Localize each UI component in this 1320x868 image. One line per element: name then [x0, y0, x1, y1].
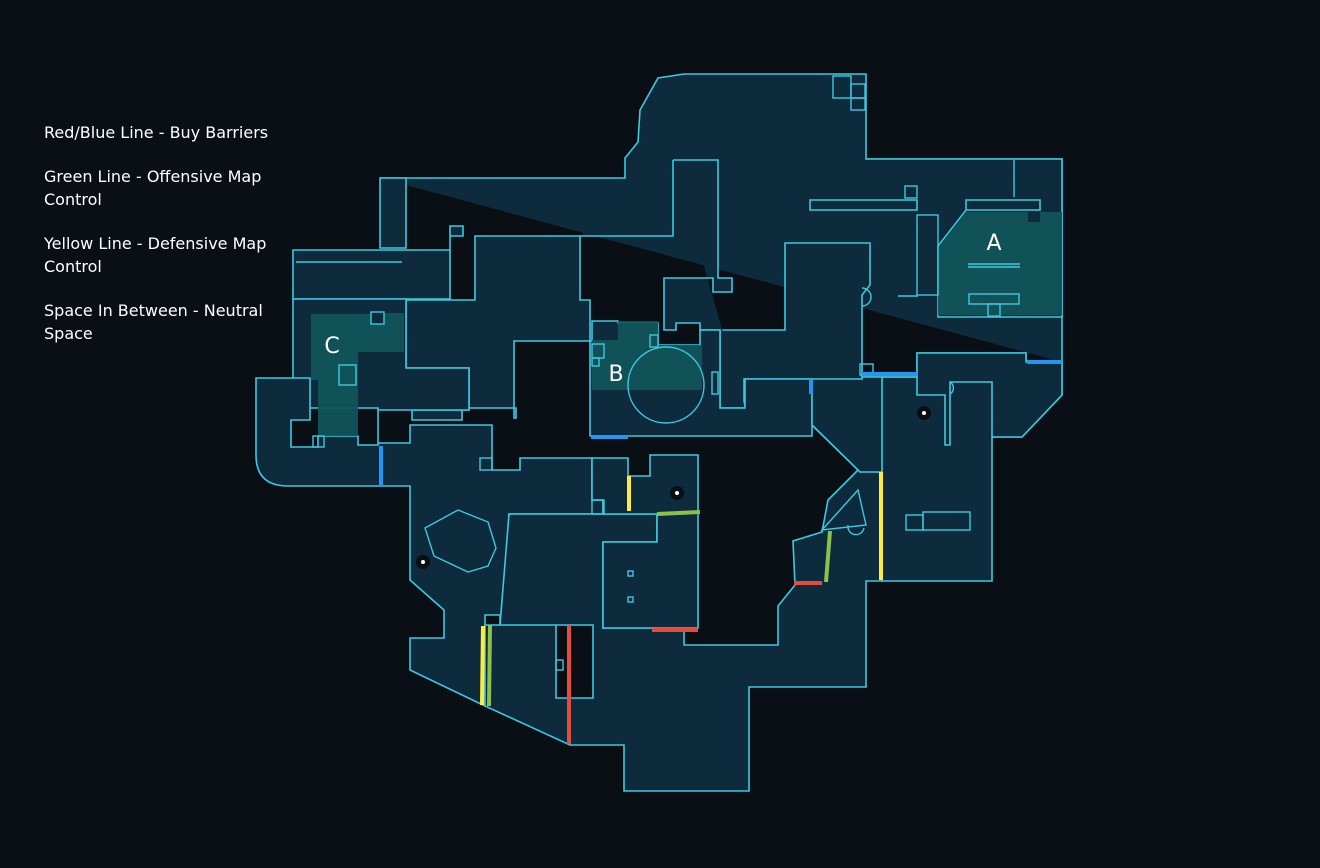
site-c-label: C [324, 334, 339, 359]
legend-defensive-control: Yellow Line - Defensive Map Control [44, 234, 267, 276]
wall-detail [904, 185, 918, 199]
site-c-zone [311, 313, 404, 436]
map-legend: Red/Blue Line - Buy Barriers Green Line … [44, 121, 280, 366]
wall-detail [312, 435, 325, 448]
map-marker-dot [675, 491, 679, 495]
wall-detail [847, 524, 865, 536]
legend-offensive-control: Green Line - Offensive Map Control [44, 167, 262, 209]
site-b-zone [592, 321, 702, 390]
wall-detail [370, 311, 385, 325]
wall-detail [949, 381, 955, 395]
wall-detail [627, 346, 705, 424]
legend-buy-barriers: Red/Blue Line - Buy Barriers [44, 123, 269, 142]
map-marker-dot [922, 411, 926, 415]
wall-detail [861, 287, 872, 307]
wall-detail [591, 357, 600, 367]
wall-detail [555, 659, 564, 671]
site-a-label: A [986, 231, 1001, 256]
legend-neutral-space: Space In Between - Neutral Space [44, 301, 263, 343]
map-east-lower [811, 352, 1063, 473]
map-west-area [292, 225, 591, 421]
wall-detail [424, 509, 497, 573]
wall-detail [820, 488, 867, 531]
wall-detail [711, 371, 719, 395]
wall-detail [649, 334, 659, 348]
wall-detail [627, 596, 634, 603]
wall-detail [850, 97, 866, 111]
wall-detail [479, 457, 493, 471]
offensive-control-line [656, 510, 701, 516]
offensive-control-line [487, 624, 492, 707]
map-marker-dot [421, 560, 425, 564]
wall-detail [916, 214, 939, 296]
wall-detail [627, 570, 634, 577]
wall-detail [922, 511, 971, 531]
wall-detail [987, 303, 1001, 317]
wall-detail [338, 364, 357, 386]
offensive-control-line [824, 530, 832, 583]
site-b-label: B [608, 362, 623, 387]
map-mid-south-room [591, 454, 699, 629]
wall-detail [591, 499, 605, 515]
defensive-control-line [480, 625, 485, 706]
